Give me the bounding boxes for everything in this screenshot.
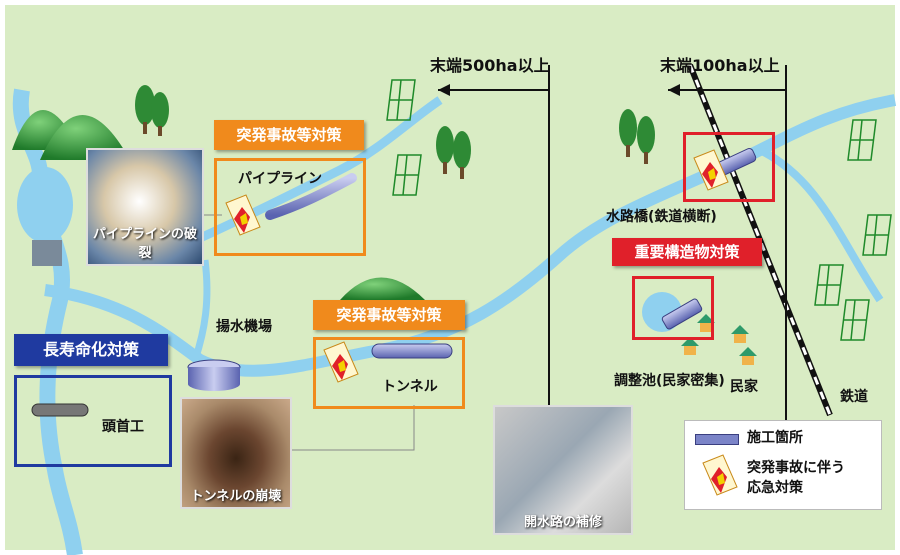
paddy-fields bbox=[386, 79, 892, 341]
box-emergency-mid bbox=[313, 337, 465, 409]
photo-caption: パイプラインの破裂 bbox=[92, 227, 197, 261]
tag-emergency-top: 突発事故等対策 bbox=[214, 120, 364, 150]
box-reservoir bbox=[632, 276, 714, 340]
pond-structure bbox=[661, 298, 703, 330]
photo-caption: トンネルの崩壊 bbox=[190, 489, 282, 504]
river-left bbox=[12, 88, 83, 555]
box-emergency-top bbox=[214, 158, 366, 256]
pump-tank-body bbox=[188, 367, 240, 391]
legend-emergency-icon bbox=[697, 453, 743, 499]
arrow-500ha bbox=[438, 84, 549, 96]
photo-caption: 開水路の補修 bbox=[523, 515, 602, 530]
tunnel-pipe bbox=[371, 343, 453, 359]
branch-canal bbox=[758, 146, 884, 303]
photo-tunnel-collapse: トンネルの崩壊 bbox=[180, 397, 292, 509]
connector bbox=[262, 405, 415, 451]
emergency-icon bbox=[688, 148, 734, 194]
photo-pipeline-burst: パイプラインの破裂 bbox=[86, 148, 204, 266]
label-aqueduct: 水路橋(鉄道横断) bbox=[606, 209, 717, 225]
mountain bbox=[340, 277, 425, 300]
label-pipeline: パイプライン bbox=[238, 171, 322, 187]
arrow-100ha bbox=[668, 84, 786, 96]
legend-emergency-line1: 突発事故に伴う bbox=[747, 460, 845, 476]
tag-emergency-mid: 突発事故等対策 bbox=[313, 300, 465, 330]
headworks-structure bbox=[31, 403, 89, 417]
label-pump-station: 揚水機場 bbox=[216, 319, 272, 335]
label-houses: 民家 bbox=[730, 379, 758, 395]
pipeline-pipe bbox=[265, 173, 357, 220]
reservoir-left bbox=[17, 167, 73, 243]
box-life-extension bbox=[14, 375, 172, 467]
label-headworks: 頭首工 bbox=[102, 419, 144, 435]
emergency-icon bbox=[318, 340, 364, 386]
label-railway: 鉄道 bbox=[840, 389, 868, 405]
label-500ha: 末端500ha以上 bbox=[430, 56, 550, 75]
label-100ha: 末端100ha以上 bbox=[660, 56, 780, 75]
photo-canal-repair: 開水路の補修 bbox=[493, 405, 633, 535]
label-tunnel: トンネル bbox=[382, 379, 438, 395]
legend-construction-label: 施工箇所 bbox=[747, 430, 803, 446]
trees bbox=[135, 85, 655, 179]
legend: 施工箇所 突発事故に伴う 応急対策 bbox=[684, 420, 882, 510]
emergency-icon bbox=[220, 193, 266, 239]
legend-emergency-line2: 応急対策 bbox=[747, 480, 803, 496]
tag-important-struct: 重要構造物対策 bbox=[612, 238, 762, 266]
label-reservoir: 調整池(民家密集) bbox=[614, 373, 725, 389]
box-aqueduct bbox=[683, 132, 775, 202]
pump-branch bbox=[191, 259, 211, 362]
legend-construction-swatch bbox=[695, 434, 739, 445]
tag-life-extension: 長寿命化対策 bbox=[14, 334, 168, 366]
dam-left bbox=[32, 240, 62, 266]
houses-icons bbox=[681, 314, 757, 365]
